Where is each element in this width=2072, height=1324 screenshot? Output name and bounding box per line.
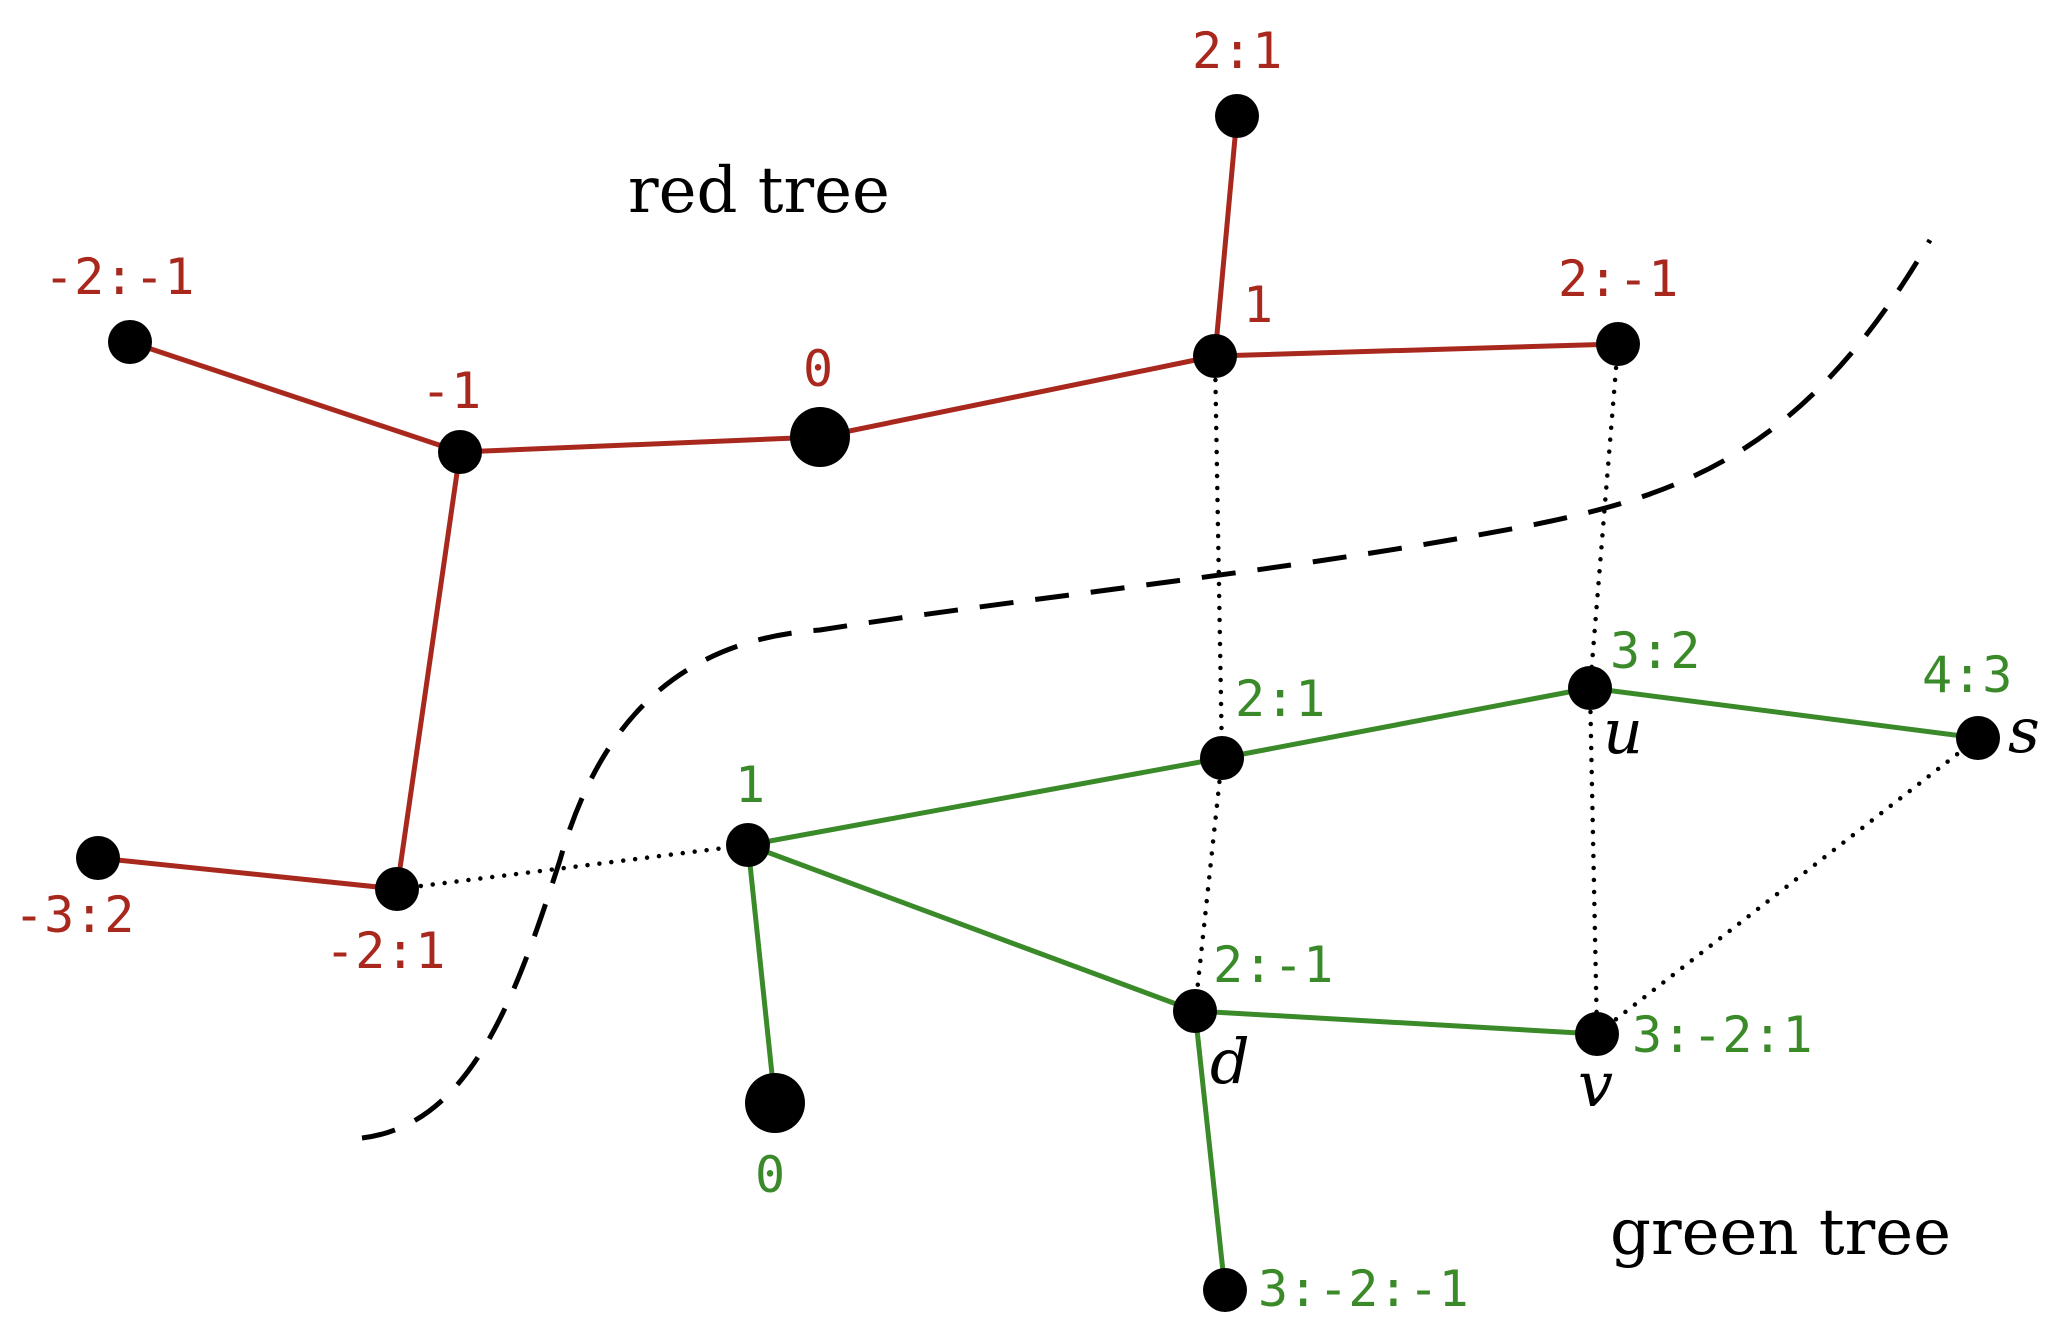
red-label: 1 bbox=[1243, 276, 1273, 334]
red-label: 0 bbox=[803, 340, 833, 398]
green-edge bbox=[1192, 1008, 1228, 1293]
dotted-link bbox=[1587, 685, 1600, 1037]
dotted-link bbox=[1212, 353, 1225, 761]
vertex-name-s: s bbox=[2008, 694, 2040, 767]
red-node bbox=[375, 867, 419, 911]
vertex-name-u: u bbox=[1603, 695, 1643, 768]
red-edge bbox=[95, 855, 400, 892]
green-label: 3:-2:-1 bbox=[1258, 1260, 1469, 1318]
dotted-link bbox=[1594, 735, 1981, 1037]
red-node bbox=[438, 430, 482, 474]
red-edge bbox=[457, 434, 823, 455]
dotted-link bbox=[394, 842, 751, 892]
red-node bbox=[1193, 334, 1237, 378]
red-tree-title: red tree bbox=[628, 154, 890, 228]
red-label: -2:1 bbox=[325, 922, 445, 980]
green-tree-nodes bbox=[726, 666, 2000, 1312]
green-label: 4:3 bbox=[1922, 646, 2012, 704]
green-label: 3:-2:1 bbox=[1632, 1006, 1813, 1064]
red-edge bbox=[127, 339, 463, 455]
green-tree-edges bbox=[745, 685, 1981, 1293]
green-edge bbox=[745, 755, 1225, 848]
red-edge bbox=[394, 449, 463, 892]
red-label: 2:-1 bbox=[1558, 250, 1678, 308]
green-node bbox=[1200, 736, 1244, 780]
green-edge bbox=[1587, 685, 1981, 741]
red-node bbox=[1596, 322, 1640, 366]
green-node-d bbox=[1173, 989, 1217, 1033]
green-edge bbox=[1192, 1008, 1600, 1037]
separating-boundary bbox=[361, 238, 1933, 1141]
green-edge bbox=[745, 842, 1198, 1014]
red-label: -3:2 bbox=[14, 886, 134, 944]
red-edge bbox=[817, 353, 1218, 440]
red-node bbox=[76, 836, 120, 880]
green-node-root bbox=[745, 1073, 805, 1133]
green-node bbox=[726, 823, 770, 867]
green-node-s bbox=[1956, 716, 2000, 760]
green-edge bbox=[1219, 685, 1593, 761]
red-node bbox=[1215, 94, 1259, 138]
green-edge bbox=[745, 842, 778, 1106]
green-label: 2:1 bbox=[1235, 670, 1325, 728]
red-label: 2:1 bbox=[1192, 22, 1282, 80]
green-tree-title: green tree bbox=[1610, 1196, 1951, 1270]
dotted-links bbox=[394, 341, 1981, 1037]
red-edge bbox=[1212, 341, 1621, 359]
red-edge bbox=[1212, 113, 1240, 359]
green-label: 0 bbox=[755, 1146, 785, 1204]
green-node-v bbox=[1575, 1012, 1619, 1056]
red-tree-nodes bbox=[76, 94, 1640, 911]
green-node bbox=[1203, 1268, 1247, 1312]
green-label: 2:-1 bbox=[1213, 936, 1333, 994]
red-label: -2:-1 bbox=[44, 248, 195, 306]
vertex-name-v: v bbox=[1578, 1048, 1613, 1121]
red-label: -1 bbox=[421, 362, 481, 420]
red-node bbox=[108, 320, 152, 364]
green-label: 1 bbox=[735, 756, 765, 814]
vertex-name-d: d bbox=[1210, 1025, 1250, 1098]
red-tree-edges bbox=[95, 113, 1621, 892]
dotted-link bbox=[1587, 341, 1621, 691]
green-node-u bbox=[1568, 666, 1612, 710]
red-node-root bbox=[790, 407, 850, 467]
green-label: 3:2 bbox=[1610, 622, 1700, 680]
